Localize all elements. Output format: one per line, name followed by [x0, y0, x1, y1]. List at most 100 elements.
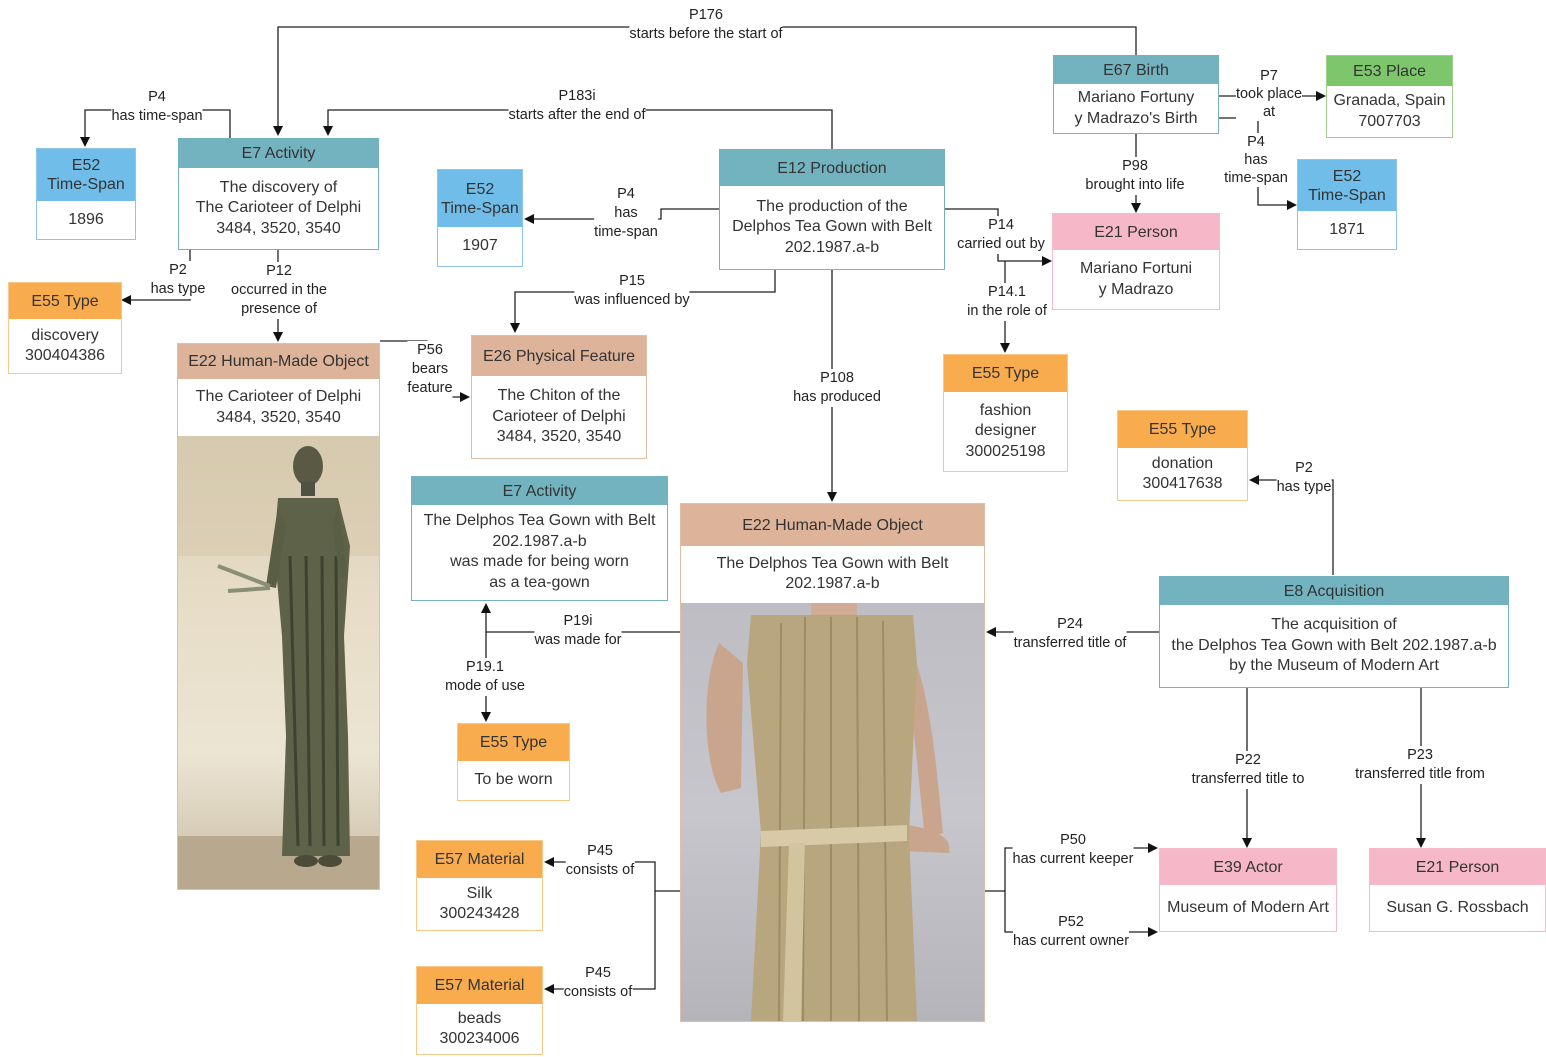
node-e7-activity-discovery[interactable]: E7 Activity The discovery of The Cariote… [178, 138, 379, 250]
node-e22-gown[interactable]: E22 Human-Made Object The Delphos Tea Go… [680, 503, 985, 1022]
node-e52-timespan-1871[interactable]: E52 Time-Span 1871 [1297, 159, 1397, 250]
node-e57-material-beads[interactable]: E57 Material beads 300234006 [416, 966, 543, 1055]
node-line: y Madrazo [1098, 280, 1174, 298]
node-line: 202.1987.a-b [784, 238, 880, 256]
node-e52-timespan-1896[interactable]: E52 Time-Span 1896 [36, 148, 136, 240]
node-value: 1871 [1329, 220, 1365, 238]
node-header: E55 Type [458, 724, 569, 761]
node-line: the Delphos Tea Gown with Belt 202.1987.… [1171, 636, 1497, 654]
node-header: E52 Time-Span [37, 149, 135, 201]
node-line: 300025198 [965, 442, 1046, 460]
statue-photo [178, 436, 379, 889]
node-e52-timespan-1907[interactable]: E52 Time-Span 1907 [437, 169, 523, 267]
node-header: E55 Type [9, 283, 121, 319]
node-header: E67 Birth [1054, 56, 1218, 84]
node-line: 3484, 3520, 3540 [216, 219, 341, 237]
node-e12-production[interactable]: E12 Production The production of the Del… [719, 149, 945, 270]
node-line: by the Museum of Modern Art [1229, 657, 1439, 675]
node-header: E22 Human-Made Object [681, 504, 984, 546]
node-line: was made for being worn [450, 553, 629, 570]
node-e21-person-rossbach[interactable]: E21 Person Susan G. Rossbach [1369, 848, 1546, 932]
node-line: 7007703 [1358, 112, 1421, 130]
node-e8-acquisition[interactable]: E8 Acquisition The acquisition of the De… [1159, 576, 1509, 688]
node-line: The Chiton of the [497, 387, 621, 405]
node-e55-type-donation[interactable]: E55 Type donation 300417638 [1117, 410, 1248, 501]
node-header: E57 Material [417, 967, 542, 1004]
node-line: The production of the [756, 197, 908, 215]
node-line: 300417638 [1142, 475, 1223, 492]
delphos-gown-image [706, 603, 950, 1021]
node-header: E52 Time-Span [1298, 160, 1396, 211]
node-header: E55 Type [1118, 411, 1247, 448]
node-header: E21 Person [1370, 849, 1545, 885]
node-header: E12 Production [720, 150, 944, 186]
node-header: E22 Human-Made Object [178, 344, 379, 379]
node-e21-person-fortuni[interactable]: E21 Person Mariano Fortuni y Madrazo [1052, 213, 1220, 310]
node-header: E21 Person [1053, 214, 1219, 250]
node-line: designer [974, 422, 1037, 440]
node-header: E57 Material [417, 841, 542, 878]
node-value: 1896 [68, 210, 104, 228]
node-e55-type-discovery[interactable]: E55 Type discovery 300404386 [8, 282, 122, 374]
node-line: discovery [31, 326, 99, 344]
node-line: Delphos Tea Gown with Belt [732, 218, 932, 236]
node-line: 202.1987.a-b [492, 532, 587, 550]
node-e22-carioteer[interactable]: E22 Human-Made Object The Carioteer of D… [177, 343, 380, 890]
node-line: y Madrazo's Birth [1074, 109, 1198, 127]
node-e26-chiton[interactable]: E26 Physical Feature The Chiton of the C… [471, 335, 647, 459]
node-line: 300243428 [439, 905, 520, 922]
node-header: E52 Time-Span [438, 170, 522, 227]
node-line: Susan G. Rossbach [1386, 898, 1529, 916]
node-line: The Carioteer of Delphi [195, 199, 362, 217]
node-e57-material-silk[interactable]: E57 Material Silk 300243428 [416, 840, 543, 931]
node-e55-type-fashion[interactable]: E55 Type fashion designer 300025198 [943, 354, 1068, 472]
node-line: fashion [979, 401, 1032, 419]
node-line: 3484, 3520, 3540 [216, 408, 341, 426]
node-e53-place[interactable]: E53 Place Granada, Spain 7007703 [1326, 55, 1453, 138]
node-line: The Delphos Tea Gown with Belt [716, 554, 949, 572]
node-line: donation [1151, 454, 1214, 472]
node-header: E53 Place [1327, 56, 1452, 86]
node-e39-actor-moma[interactable]: E39 Actor Museum of Modern Art [1159, 848, 1337, 932]
node-line: 3484, 3520, 3540 [496, 428, 622, 446]
node-value: 1907 [462, 237, 498, 255]
node-line: Granada, Spain [1333, 92, 1446, 109]
node-line: Carioteer of Delphi [492, 407, 626, 425]
node-line: Mariano Fortuny [1077, 89, 1195, 106]
node-line: To be worn [474, 771, 553, 789]
node-line: The Carioteer of Delphi [195, 388, 362, 405]
gown-photo [681, 603, 984, 1021]
edge-p4-b [524, 208, 719, 224]
node-header: E7 Activity [412, 477, 667, 505]
node-header: E7 Activity [179, 139, 378, 168]
node-line: The Delphos Tea Gown with Belt [423, 512, 656, 529]
node-e67-birth[interactable]: E67 Birth Mariano Fortuny y Madrazo's Bi… [1053, 55, 1219, 134]
node-line: The discovery of [219, 178, 338, 196]
node-e55-type-worn[interactable]: E55 Type To be worn [457, 723, 570, 801]
node-line: beads [457, 1009, 502, 1027]
node-line: Mariano Fortuni [1079, 260, 1193, 277]
node-e7-activity-teagown[interactable]: E7 Activity The Delphos Tea Gown with Be… [411, 476, 668, 601]
